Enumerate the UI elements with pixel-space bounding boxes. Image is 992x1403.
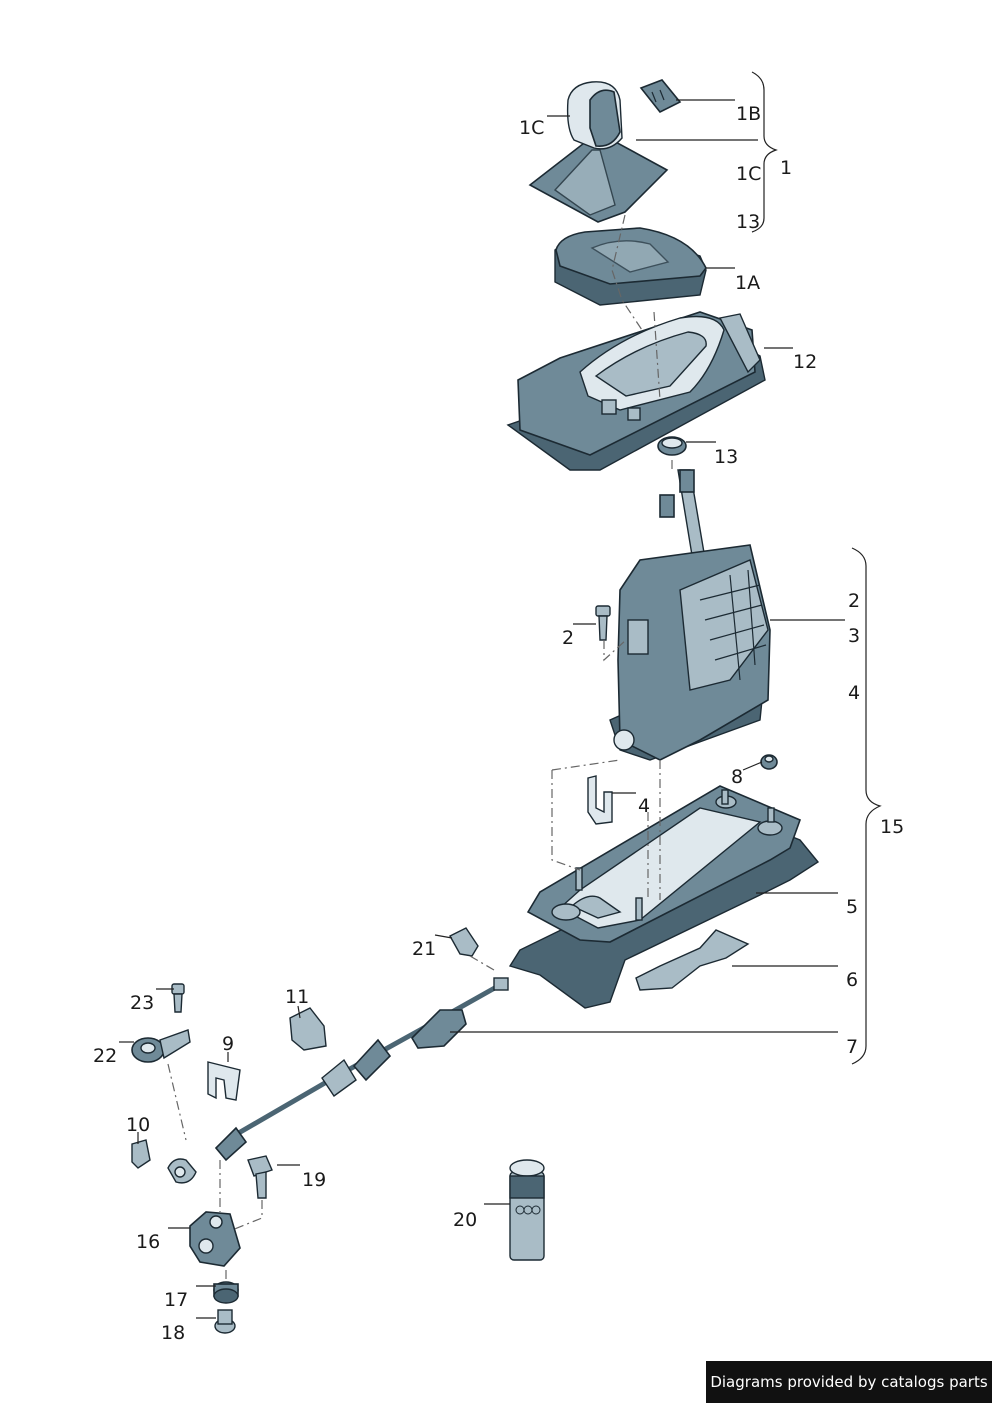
clip-21 [449, 927, 479, 957]
callout-13-bracket: 13 [736, 211, 760, 233]
insulation-pad [635, 929, 750, 991]
bracket-22 [131, 1029, 191, 1063]
callout-7: 7 [846, 1036, 858, 1058]
clip-10 [131, 1139, 151, 1169]
callout-1B: 1B [736, 103, 761, 125]
callout-15: 15 [880, 816, 904, 838]
callout-2-right: 2 [848, 590, 860, 612]
callout-5: 5 [846, 896, 858, 918]
nut-8 [760, 754, 778, 770]
assembly-lines [167, 214, 673, 1282]
callout-8: 8 [731, 766, 743, 788]
shift-pattern-insert [639, 79, 682, 114]
lubricant-can-20 [509, 1159, 545, 1261]
console-frame [506, 311, 766, 471]
callout-4-clip: 4 [638, 795, 650, 817]
callout-13: 13 [714, 446, 738, 468]
callout-22: 22 [93, 1045, 117, 1067]
credit-banner[interactable]: Diagrams provided by catalogs parts [706, 1361, 992, 1403]
callout-21: 21 [412, 938, 436, 960]
callout-4-right: 4 [848, 682, 860, 704]
callout-1: 1 [780, 157, 792, 179]
bushing-17 [213, 1281, 239, 1304]
credit-text: Diagrams provided by catalogs parts [710, 1373, 988, 1391]
bolt-19 [247, 1155, 273, 1199]
clamp-ring [657, 436, 687, 456]
callout-17: 17 [164, 1289, 188, 1311]
cable-bracket-11 [289, 1007, 327, 1051]
shift-knob-boot [528, 81, 669, 223]
shift-cable [167, 977, 509, 1184]
shift-mechanism-housing [609, 544, 771, 761]
bolt-23 [171, 983, 185, 1013]
callout-23: 23 [130, 992, 154, 1014]
callout-20: 20 [453, 1209, 477, 1231]
callout-9: 9 [222, 1033, 234, 1055]
callout-1A: 1A [735, 272, 760, 294]
callout-6: 6 [846, 969, 858, 991]
cap-18 [214, 1309, 236, 1334]
retaining-clip-4 [587, 775, 613, 825]
spring-clip-9 [207, 1061, 241, 1101]
callout-2-screw: 2 [562, 627, 574, 649]
callout-18: 18 [161, 1322, 185, 1344]
screw-2 [595, 605, 611, 641]
callout-3: 3 [848, 625, 860, 647]
callout-labels: 1B 1C 1 1C 13 1A 12 13 2 3 4 15 2 8 4 5 … [93, 103, 904, 1344]
trim-cover [554, 227, 707, 306]
callout-11: 11 [285, 986, 309, 1008]
callout-1C-bracket: 1C [736, 163, 761, 185]
callout-1C-knob: 1C [519, 117, 544, 139]
callout-16: 16 [136, 1231, 160, 1253]
callout-10: 10 [126, 1114, 150, 1136]
callout-19: 19 [302, 1169, 326, 1191]
leader-lines [119, 71, 882, 1319]
pivot-bracket-16 [189, 1211, 241, 1267]
callout-12: 12 [793, 351, 817, 373]
